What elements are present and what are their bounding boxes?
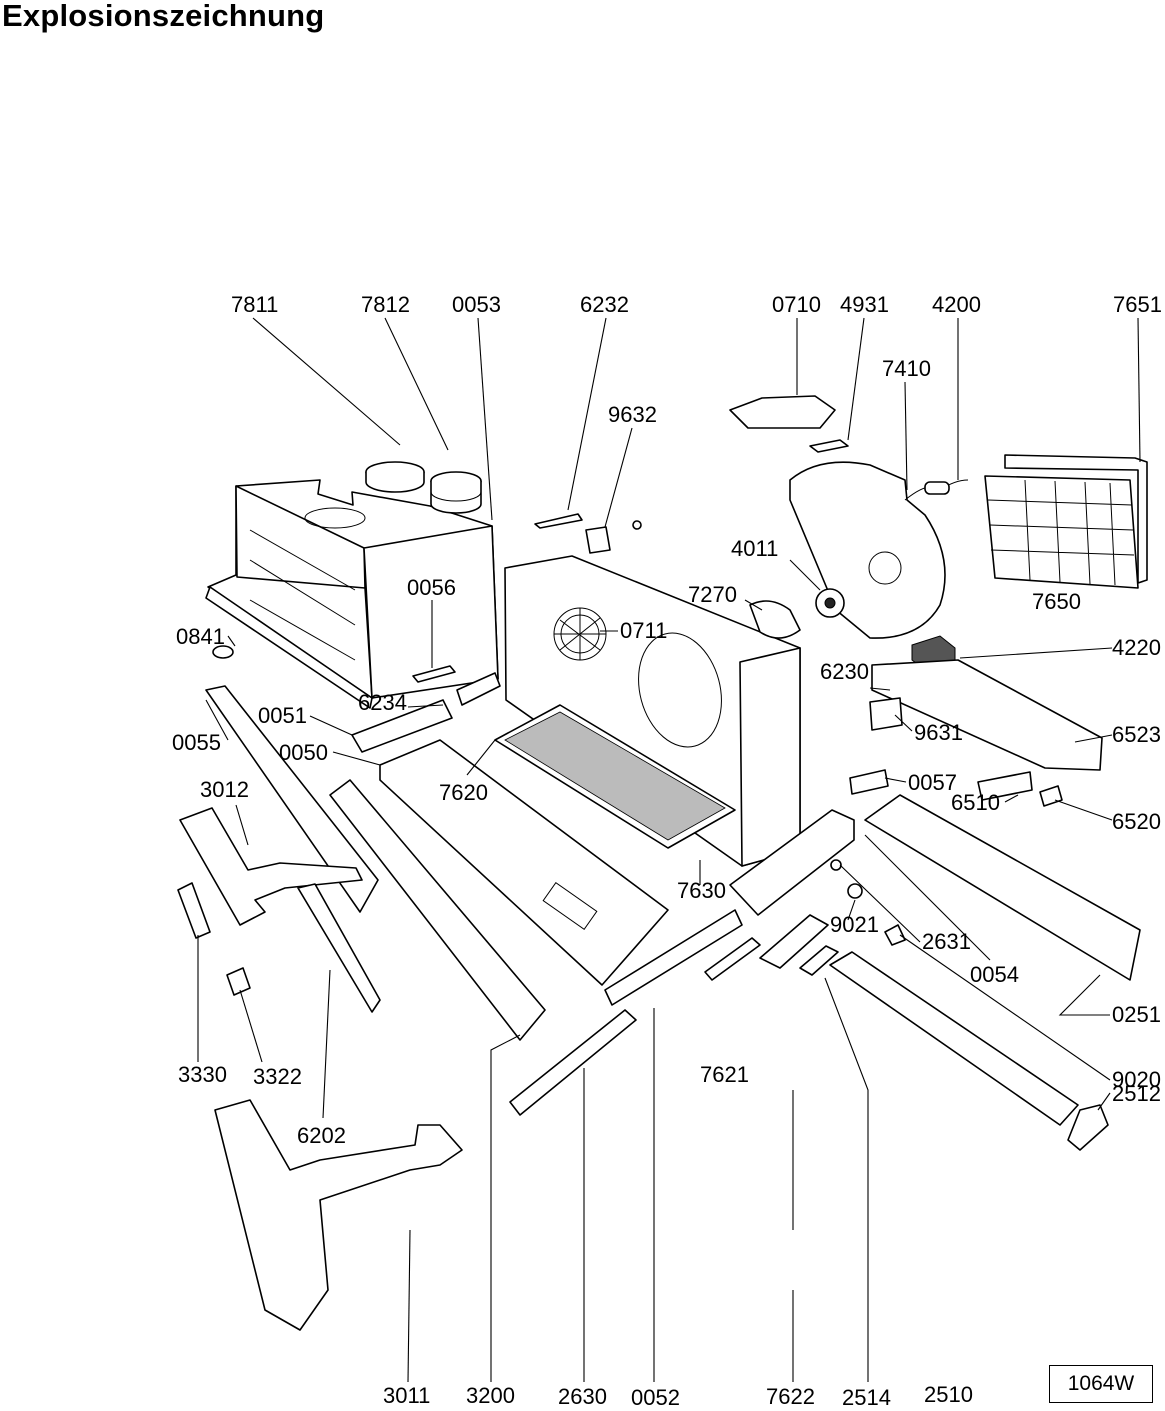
side-bar <box>864 794 1141 981</box>
label-7630: 7630 <box>677 878 726 903</box>
label-6523: 6523 <box>1112 722 1161 747</box>
label-6510: 6510 <box>951 790 1000 815</box>
label-0251: 0251 <box>1112 1002 1161 1027</box>
leader-lines <box>197 317 1141 1383</box>
label-0054: 0054 <box>970 962 1019 987</box>
label-6520: 6520 <box>1112 809 1161 834</box>
control-bar <box>871 659 1103 771</box>
label-0711: 0711 <box>620 618 667 643</box>
label-7410: 7410 <box>882 356 931 381</box>
grease-filters <box>984 454 1148 589</box>
rear-housing <box>205 479 499 709</box>
label-3200: 3200 <box>466 1383 515 1408</box>
label-7621: 7621 <box>700 1062 749 1087</box>
glass-plate <box>829 951 1079 1126</box>
label-3330: 3330 <box>178 1062 227 1087</box>
label-4200: 4200 <box>932 292 981 317</box>
label-9021: 9021 <box>830 912 879 937</box>
part-number-labels: 7811 7812 0053 6232 0710 4931 4200 7651 … <box>172 292 1162 1410</box>
label-9632: 9632 <box>608 402 657 427</box>
part-drawings <box>177 395 1148 1331</box>
label-9631: 9631 <box>914 720 963 745</box>
label-4011: 4011 <box>731 536 778 561</box>
label-7812: 7812 <box>361 292 410 317</box>
label-0050: 0050 <box>279 740 328 765</box>
label-0057: 0057 <box>908 770 957 795</box>
reference-code-box: 1064W <box>1049 1365 1153 1403</box>
label-0052: 0052 <box>631 1385 680 1410</box>
label-2630: 2630 <box>558 1384 607 1409</box>
channel-0052 <box>604 909 743 1006</box>
label-6230: 6230 <box>820 659 869 684</box>
rail-3200 <box>329 779 546 1041</box>
label-3322: 3322 <box>253 1064 302 1089</box>
label-0841: 0841 <box>176 624 225 649</box>
label-7620: 7620 <box>439 780 488 805</box>
page-title: Explosionszeichnung <box>2 0 325 33</box>
rail-0055 <box>205 685 379 913</box>
round-flanges <box>365 461 482 514</box>
handle-3011 <box>214 1099 463 1331</box>
handle-3012 <box>179 807 363 926</box>
label-2512: 2512 <box>1112 1081 1161 1106</box>
lower-frame <box>379 739 669 986</box>
blower-housing <box>749 461 969 639</box>
label-7270: 7270 <box>688 582 737 607</box>
label-6234: 6234 <box>358 690 407 715</box>
label-4220: 4220 <box>1112 635 1161 660</box>
label-3011: 3011 <box>383 1383 430 1408</box>
label-7651: 7651 <box>1113 292 1162 317</box>
label-7650: 7650 <box>1032 589 1081 614</box>
label-6202: 6202 <box>297 1123 346 1148</box>
top-plate <box>729 395 836 429</box>
label-2631: 2631 <box>922 929 971 954</box>
rack-6202 <box>297 883 381 1013</box>
label-4931: 4931 <box>840 292 889 317</box>
label-9020: 9020 <box>1112 1067 1161 1092</box>
slide-rail <box>509 1009 637 1116</box>
label-3012: 3012 <box>200 777 249 802</box>
label-2514: 2514 <box>842 1385 891 1410</box>
label-2510: 2510 <box>924 1382 973 1407</box>
label-0053: 0053 <box>452 292 501 317</box>
label-0056: 0056 <box>407 575 456 600</box>
label-7811: 7811 <box>231 292 278 317</box>
label-0051: 0051 <box>258 703 307 728</box>
label-0055: 0055 <box>172 730 221 755</box>
label-7622: 7622 <box>766 1384 815 1409</box>
label-0710: 0710 <box>772 292 821 317</box>
label-6232: 6232 <box>580 292 629 317</box>
mesh-filter <box>494 704 736 849</box>
